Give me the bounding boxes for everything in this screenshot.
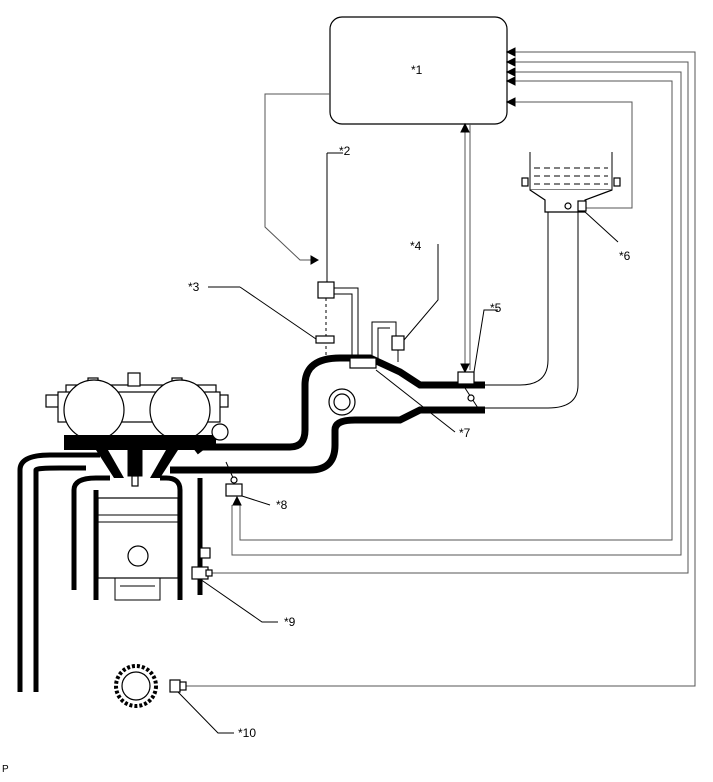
wire-sensor-8b: [239, 80, 673, 541]
label-9: *9: [284, 615, 296, 629]
crankshaft-timing-rotor: [114, 664, 158, 708]
wire-arrow: [460, 122, 470, 133]
leader-7: [375, 369, 456, 433]
intake-pipe-outer: [475, 212, 549, 386]
leader-3: [239, 286, 317, 340]
wire-sensor-9: [210, 61, 689, 574]
camshaft-right: [149, 379, 211, 441]
sensor-2: [317, 281, 335, 299]
cylinder-head: [45, 372, 229, 487]
sensor-5: [457, 371, 475, 385]
footer-code: P: [2, 764, 9, 775]
leader-5: [473, 309, 498, 373]
camshaft-left: [63, 379, 125, 441]
sensor-10: [169, 679, 181, 693]
label-5: *5: [490, 301, 502, 315]
label-10: *10: [238, 726, 256, 740]
sensor-8: [225, 483, 243, 497]
label-7: *7: [459, 426, 471, 440]
intake-manifold-upper: [200, 354, 485, 451]
piston: [97, 497, 179, 579]
label-3: *3: [188, 280, 200, 294]
leader-8: [241, 495, 271, 506]
wire-sensor-8a: [231, 71, 682, 556]
wire-arrow: [310, 255, 320, 265]
intake-pipe-inner: [480, 212, 579, 409]
wire-arrow: [460, 363, 470, 374]
label-8: *8: [276, 498, 288, 512]
label-6: *6: [619, 249, 631, 263]
leader-9: [199, 578, 278, 623]
wire-ecu-to-sensor-2: [264, 93, 330, 261]
ecu-box: [329, 16, 508, 125]
label-1: *1: [411, 63, 423, 77]
sensor-4: [391, 335, 405, 351]
label-2: *2: [339, 144, 351, 158]
engine-block: [17, 452, 203, 692]
sensor-3: [315, 335, 335, 344]
leader-6: [583, 210, 619, 243]
intake-manifold-lower: [170, 406, 485, 474]
leader-4: [403, 244, 439, 341]
fuel-tank: [521, 152, 621, 213]
label-4: *4: [410, 239, 422, 253]
manifold-fitting: [349, 357, 377, 369]
knock-sensor: [199, 547, 211, 559]
wire-sensor-6: [507, 101, 633, 209]
wire-sensor-10: [185, 51, 696, 687]
leader-10: [177, 691, 234, 734]
